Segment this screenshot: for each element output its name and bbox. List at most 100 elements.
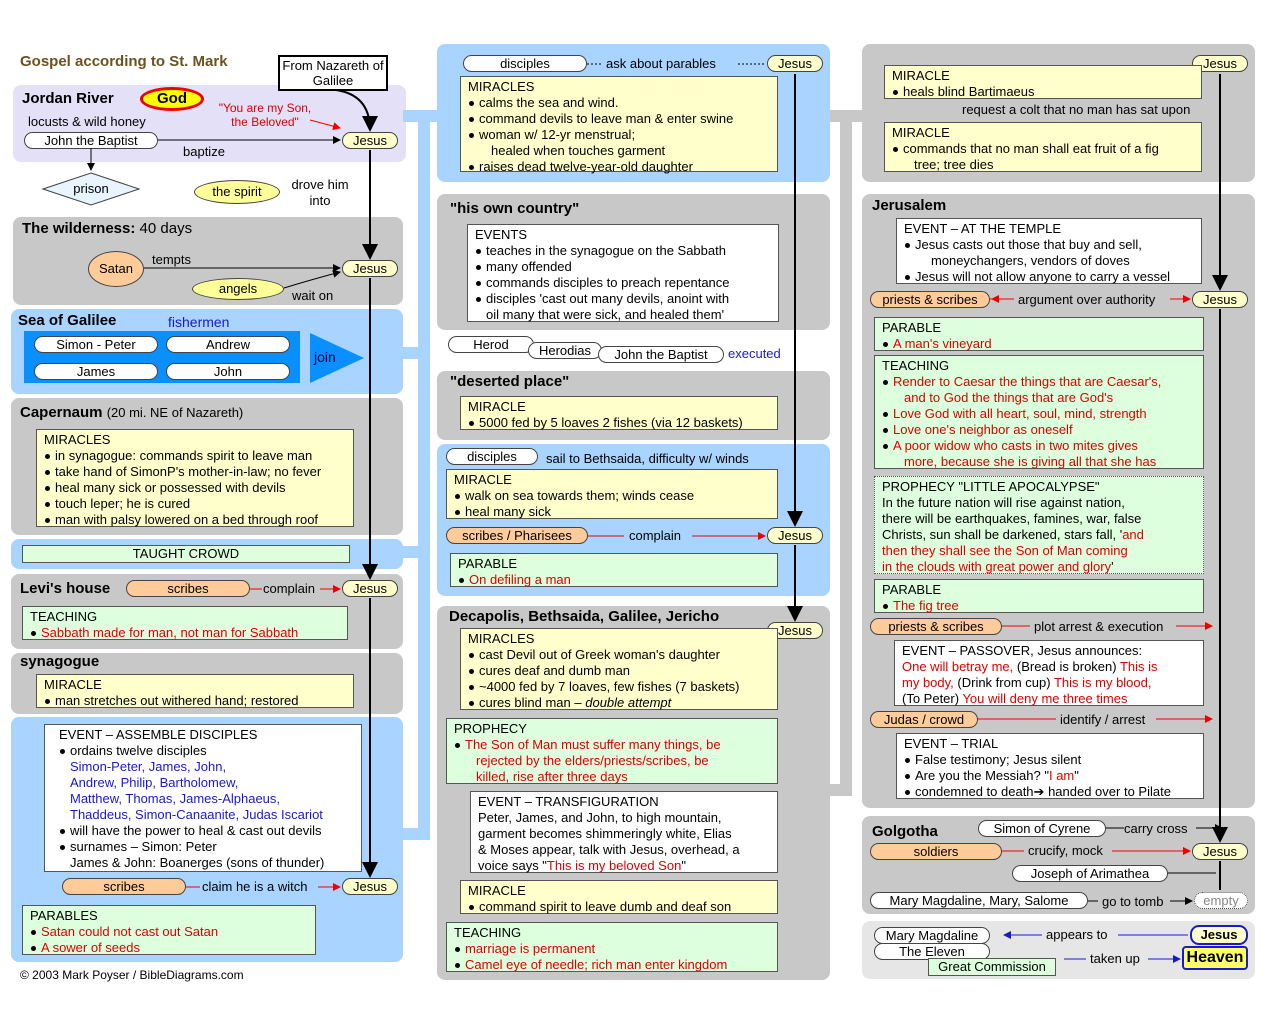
passover-line: (To Peter) You will deny me three times — [902, 691, 1128, 706]
jesus-risen-pill: Jesus — [1190, 925, 1248, 945]
decapolis-heading: Decapolis, Bethsaida, Galilee, Jericho — [449, 608, 720, 625]
box-title: EVENT – TRANSFIGURATION — [478, 794, 659, 809]
herod-pill: Herod — [448, 336, 534, 353]
name-pill: Simon - Peter — [34, 336, 158, 353]
jerusalem-heading: Jerusalem — [872, 197, 947, 214]
synagogue-heading: synagogue — [20, 653, 100, 670]
priests-scribes-pill: priests & scribes — [870, 618, 1002, 635]
crucify-label: crucify, mock — [1028, 843, 1103, 858]
list-item: calms the sea and wind. — [468, 95, 771, 111]
decapolis-miracles-box: MIRACLES cast Devil out of Greek woman's… — [460, 628, 778, 710]
name-pill: John — [166, 363, 290, 380]
transfiguration-line: Peter, James, and John, to high mountain… — [478, 810, 722, 825]
marriage-teaching-box: TEACHING marriage is permanent Camel eye… — [446, 922, 778, 972]
list-item: Love God with all heart, soul, mind, str… — [882, 406, 1197, 422]
list-item: man stretches out withered hand; restore… — [44, 693, 347, 709]
carry-label: carry cross — [1124, 821, 1188, 836]
box-title: EVENT – AT THE TEMPLE — [904, 221, 1062, 236]
box-title: MIRACLES — [468, 79, 535, 94]
box-title: MIRACLE — [892, 125, 950, 140]
list-item: The Son of Man must suffer many things, … — [454, 737, 771, 753]
box-title: PARABLE — [882, 582, 942, 597]
disciple-names: Matthew, Thomas, James-Alphaeus, — [70, 791, 281, 806]
john-baptist-pill: John the Baptist — [24, 132, 158, 149]
complain-label: complain — [629, 528, 682, 543]
jesus-pill: Jesus — [767, 622, 823, 639]
list-item: heals blind Bartimaeus — [892, 84, 1195, 100]
connector-bar — [418, 110, 430, 840]
list-item: commands disciples to preach repentance — [475, 275, 772, 291]
box-title: EVENT – PASSOVER, Jesus announces: — [902, 643, 1143, 658]
list-item: Satan could not cast out Satan — [30, 924, 309, 940]
join-arrow: join — [310, 333, 364, 383]
list-item: touch leper; he is cured — [44, 496, 347, 512]
fishermen-label: fishermen — [168, 314, 230, 330]
jordan-heading: Jordan River — [22, 90, 114, 107]
suffer-prophecy-box: PROPHECY The Son of Man must suffer many… — [446, 718, 778, 784]
list-item: raises dead twelve-year-old daughter — [468, 159, 771, 175]
own-country-heading: "his own country" — [450, 200, 580, 217]
transfiguration-box: EVENT – TRANSFIGURATION Peter, James, an… — [470, 791, 778, 873]
list-item: heal many sick — [454, 504, 771, 520]
mary-magdaline-pill: Mary Magdaline — [874, 927, 990, 944]
capernaum-miracles-box: MIRACLES in synagogue: commands spirit t… — [36, 429, 354, 527]
own-country-events-box: EVENTS teaches in the synagogue on the S… — [467, 224, 779, 322]
list-item: Are you the Messiah? "I am" — [904, 768, 1197, 784]
join-label: join — [314, 349, 336, 365]
box-title: MIRACLE — [468, 399, 526, 414]
dumb-son-miracle-box: MIRACLE command spirit to leave dumb and… — [460, 880, 778, 914]
prophecy-line: in the clouds with great power and glory… — [882, 559, 1114, 574]
prophecy-line: In the future nation will rise against n… — [882, 495, 1125, 510]
golgotha-heading: Golgotha — [872, 823, 938, 840]
prophecy-continuation: killed, rise after three days — [476, 769, 628, 784]
disciple-names: Andrew, Philip, Bartholomew, — [70, 775, 239, 790]
connector-bar — [828, 784, 852, 796]
box-title: PARABLE — [882, 320, 942, 335]
plot-label: plot arrest & execution — [1034, 619, 1164, 634]
galilee-heading: Sea of Galilee — [18, 312, 117, 329]
ask-label: ask about parables — [606, 56, 716, 71]
judas-pill: Judas / crowd — [870, 711, 978, 728]
list-item: woman w/ 12-yr menstrual; — [468, 127, 771, 143]
list-item: walk on sea towards them; winds cease — [454, 488, 771, 504]
list-item: take hand of SimonP's mother-in-law; no … — [44, 464, 347, 480]
box-title: MIRACLES — [468, 631, 535, 646]
eleven-pill: The Eleven — [874, 943, 990, 960]
assemble-box: EVENT – ASSEMBLE DISCIPLES ordains twelv… — [44, 724, 362, 872]
list-item: A sower of seeds — [30, 940, 309, 956]
box-title: MIRACLE — [892, 68, 950, 83]
taught-crowd-box: TAUGHT CROWD — [22, 545, 350, 563]
transfiguration-line: & Moses appear, talk with Jesus, overhea… — [478, 842, 740, 857]
executed-label: executed — [728, 346, 781, 361]
list-item: man with palsy lowered on a bed through … — [44, 512, 347, 528]
locusts-label: locusts & wild honey — [28, 114, 146, 129]
taken-label: taken up — [1090, 951, 1140, 966]
fig-miracle-box: MIRACLE commands that no man shall eat f… — [884, 122, 1202, 172]
list-item: commands that no man shall eat fruit of … — [892, 141, 1195, 157]
passover-line: my body, (Drink from cup) This is my blo… — [902, 675, 1152, 690]
walk-miracle-box: MIRACLE walk on sea towards them; winds … — [446, 469, 778, 519]
heaven-box: Heaven — [1182, 946, 1248, 970]
simon-cyrene-pill: Simon of Cyrene — [978, 820, 1106, 837]
vineyard-parable-box: PARABLE A man's vineyard — [874, 317, 1204, 351]
defiling-parable-box: PARABLE On defiling a man — [450, 553, 778, 587]
list-item: command spirit to leave dumb and deaf so… — [468, 899, 771, 915]
marys-pill: Mary Magdaline, Mary, Salome — [870, 892, 1088, 909]
connector-bar — [403, 828, 423, 840]
name-pill: Andrew — [166, 336, 290, 353]
jesus-pill: Jesus — [767, 527, 823, 544]
right-arrow-icon: ➔ — [1033, 784, 1045, 799]
great-commission-box: Great Commission — [928, 958, 1056, 976]
list-item: Love one's neighbor as oneself — [882, 422, 1197, 438]
list-item: The fig tree — [882, 598, 1197, 614]
boanerges-text: James & John: Boanerges (sons of thunder… — [70, 855, 325, 870]
list-item: will have the power to heal & cast out d… — [59, 823, 355, 839]
levi-heading: Levi's house — [20, 580, 111, 597]
parables-box: PARABLES Satan could not cast out Satan … — [22, 905, 316, 955]
jesus-pill: Jesus — [342, 580, 398, 597]
jesus-pill: Jesus — [767, 55, 823, 72]
jesus-pill: Jesus — [342, 132, 398, 149]
deserted-miracle-box: MIRACLE 5000 fed by 5 loaves 2 fishes (v… — [460, 396, 778, 430]
complain-label: complain — [263, 581, 316, 596]
bartimaeus-box: MIRACLE heals blind Bartimaeus — [884, 65, 1202, 99]
